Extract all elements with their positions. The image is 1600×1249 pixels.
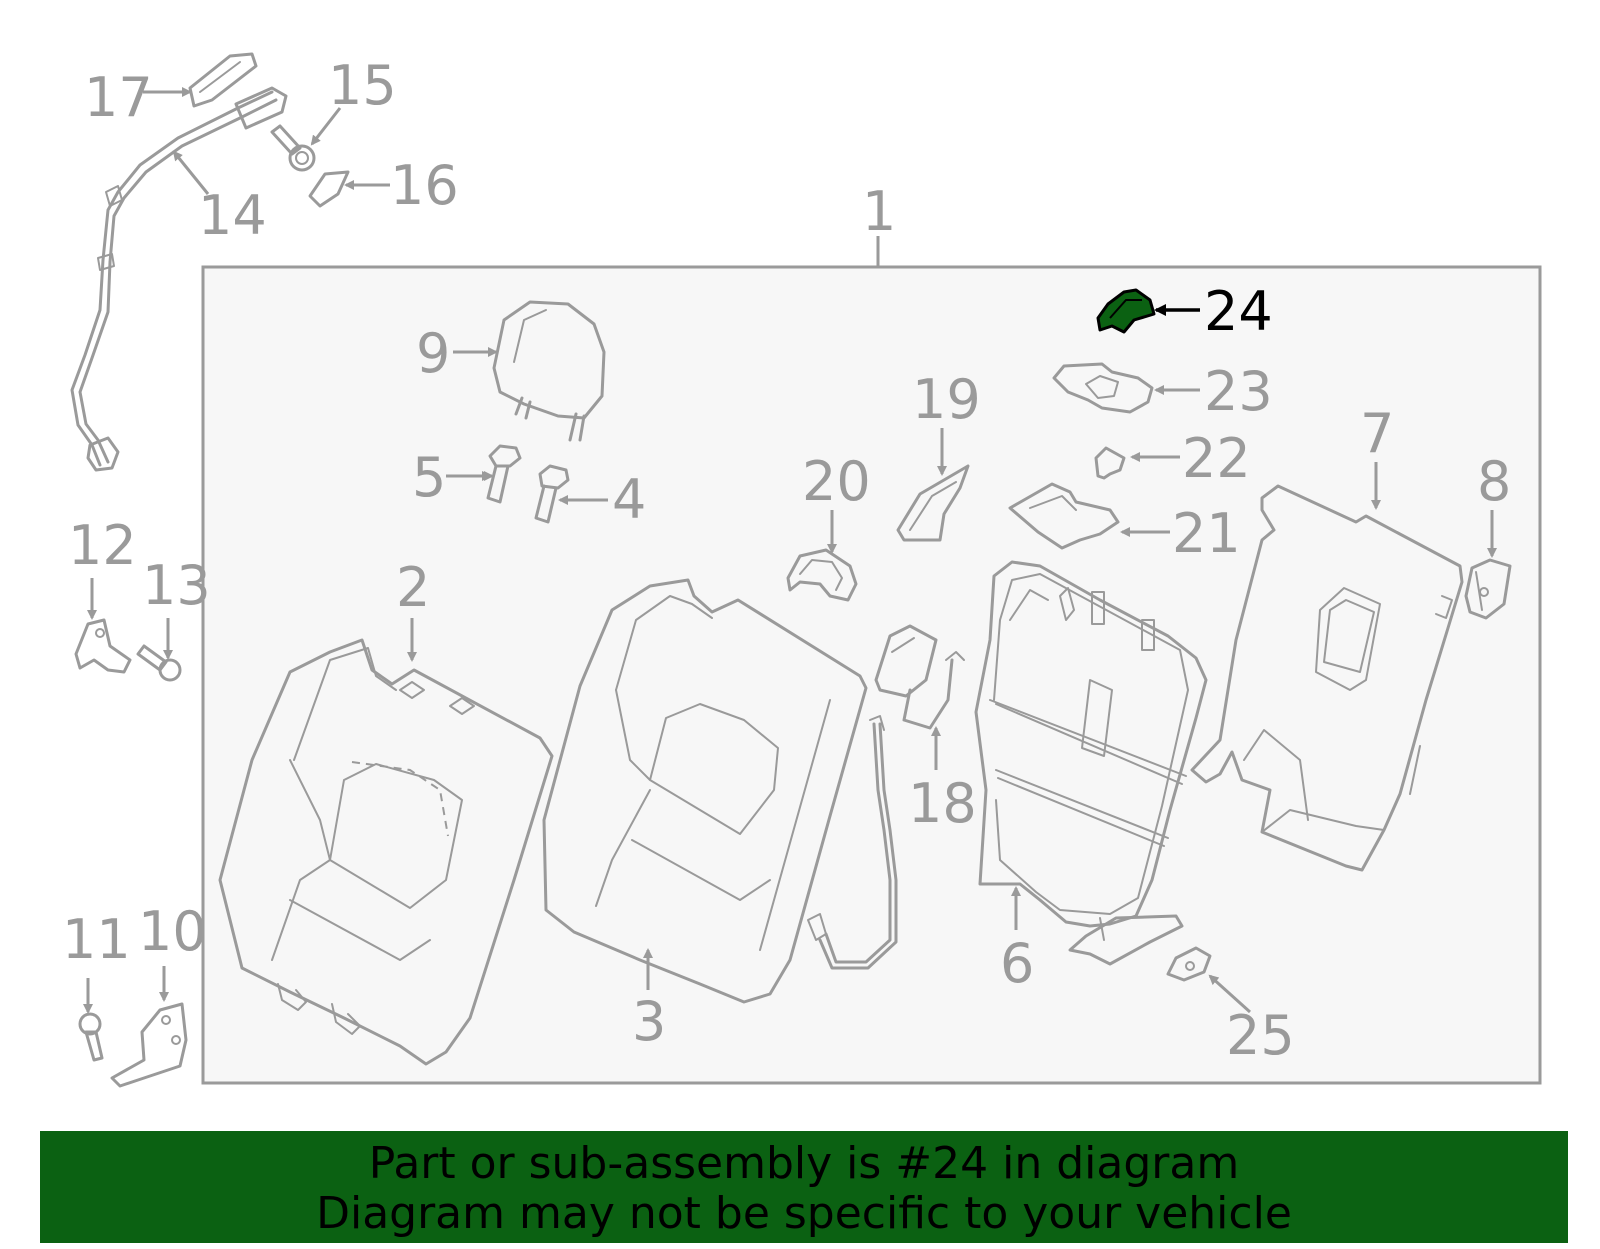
clip-part-22 (1094, 446, 1126, 480)
label-7: 7 (1360, 402, 1394, 465)
label-16: 16 (390, 154, 459, 217)
banner-line-2: Diagram may not be specific to your vehi… (316, 1188, 1292, 1239)
label-19: 19 (912, 368, 981, 431)
frame-part-6 (974, 560, 1208, 966)
label-25: 25 (1226, 1004, 1295, 1067)
banner-line-1: Part or sub-assembly is #24 in diagram (368, 1138, 1240, 1189)
bracket-part-12 (74, 618, 132, 674)
release-cable (807, 715, 898, 970)
bolt-part-13 (136, 644, 182, 682)
label-20: 20 (802, 450, 871, 513)
label-1: 1 (862, 180, 896, 243)
back-panel-part-7 (1190, 484, 1464, 872)
leader-lines (83, 87, 1497, 1014)
label-22: 22 (1182, 427, 1251, 490)
latch-cover-part-8 (1464, 558, 1512, 620)
label-11: 11 (62, 908, 131, 971)
seatback-cover-part-2 (218, 638, 554, 1066)
label-2: 2 (396, 556, 430, 619)
label-21: 21 (1172, 502, 1241, 565)
bracket-part-17 (188, 52, 258, 108)
hinge-part-10 (110, 1002, 188, 1088)
label-3: 3 (632, 990, 666, 1053)
label-10: 10 (138, 900, 207, 963)
headrest-part-9 (492, 300, 606, 442)
label-15: 15 (328, 54, 397, 117)
label-24: 24 (1204, 280, 1273, 343)
guide-part-5 (486, 444, 522, 504)
label-23: 23 (1204, 360, 1273, 423)
clip-part-16 (308, 170, 350, 208)
label-12: 12 (68, 514, 137, 577)
label-4: 4 (612, 468, 646, 531)
bracket-part-23 (1052, 362, 1154, 414)
label-9: 9 (416, 322, 450, 385)
label-6: 6 (1000, 932, 1034, 995)
bezel-part-20 (786, 548, 858, 602)
lever-part-18 (874, 624, 965, 730)
pad-part-21 (1008, 482, 1120, 550)
label-5: 5 (412, 446, 446, 509)
trim-part-19 (896, 464, 970, 542)
label-18: 18 (908, 772, 977, 835)
cable-part-14 (70, 86, 288, 472)
label-14: 14 (198, 184, 267, 247)
seatback-cover-part-3 (542, 578, 868, 1004)
info-banner: Part or sub-assembly is #24 in diagram D… (40, 1131, 1568, 1243)
bracket-part-25 (1166, 946, 1212, 982)
bolt-part-11 (78, 1012, 104, 1062)
bolt-part-15 (270, 124, 316, 172)
label-13: 13 (142, 554, 211, 617)
label-17: 17 (84, 66, 153, 129)
label-8: 8 (1477, 450, 1511, 513)
guide-part-4 (534, 464, 570, 524)
